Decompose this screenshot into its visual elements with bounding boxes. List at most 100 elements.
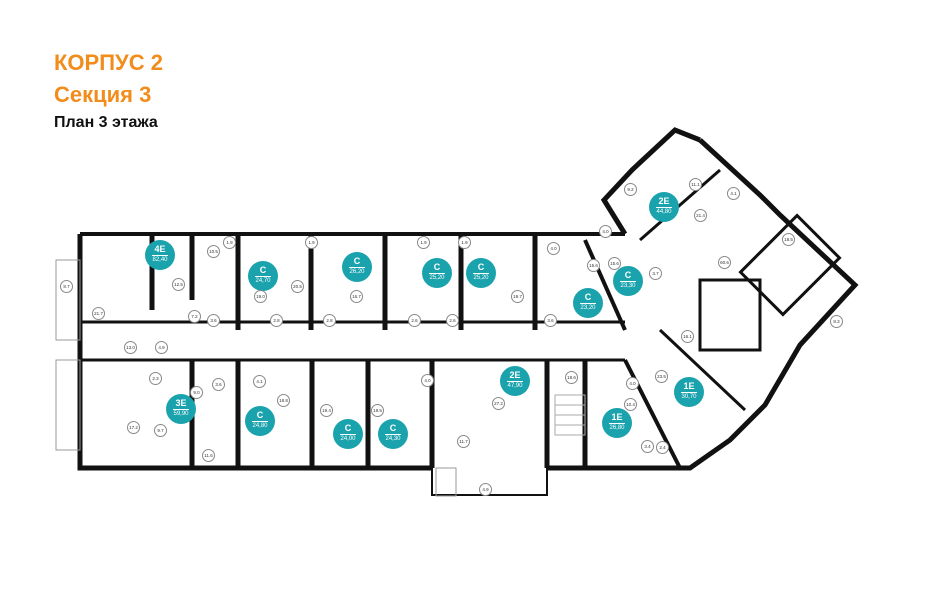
floor-plan-title: План 3 этажа <box>54 114 158 131</box>
apartment-area: 25,20 <box>473 275 489 281</box>
room-area: 12.5 <box>172 278 185 291</box>
apartment-area: 26,80 <box>609 425 625 431</box>
room-area: 2.3 <box>149 372 162 385</box>
room-area: 10.4 <box>624 398 637 411</box>
room-area: 3.6 <box>207 314 220 327</box>
room-area: 15.6 <box>608 257 621 270</box>
room-area: 3.4 <box>641 440 654 453</box>
room-area: 4.1 <box>253 375 266 388</box>
apartment-area: 24,00 <box>340 436 356 442</box>
room-area: 1.9 <box>458 236 471 249</box>
room-area: 7.2 <box>188 310 201 323</box>
apartment-type: С <box>252 411 268 422</box>
room-area: 19.7 <box>511 290 524 303</box>
room-area: 19.0 <box>254 290 267 303</box>
room-area: 1.9 <box>417 236 430 249</box>
room-area: 4.0 <box>547 242 560 255</box>
room-area: 4.9 <box>479 483 492 496</box>
room-area: 9.0 <box>190 386 203 399</box>
room-area: 1.9 <box>223 236 236 249</box>
apartment-area: 82,40 <box>152 257 168 263</box>
apartment-type: С <box>620 271 636 282</box>
room-area: 3.7 <box>649 267 662 280</box>
room-area: 2.6 <box>408 314 421 327</box>
room-area: 4.0 <box>421 374 434 387</box>
apartment-area: 24,30 <box>385 436 401 442</box>
room-area: 1.9 <box>305 236 318 249</box>
apartment-type: С <box>429 263 445 274</box>
apartment-type: 2E <box>507 371 523 382</box>
room-area: 3.6 <box>212 378 225 391</box>
room-area: 11.1 <box>689 178 702 191</box>
room-area: 8.3 <box>830 315 843 328</box>
stairs <box>554 394 586 436</box>
room-area: 9.2 <box>624 183 637 196</box>
apartment-type: С <box>473 263 489 274</box>
room-area: 18.8 <box>277 394 290 407</box>
apartment-type: 3E <box>173 399 189 410</box>
apartment-type: 1E <box>609 413 625 424</box>
apartment-area: 44,80 <box>656 209 672 215</box>
room-area: 13.0 <box>124 341 137 354</box>
apartment-type: 1E <box>681 382 697 393</box>
room-area: 17.2 <box>127 421 140 434</box>
room-area: 4.0 <box>599 225 612 238</box>
room-area: 4.0 <box>626 377 639 390</box>
apartment-type: 2E <box>656 197 672 208</box>
room-area: 9.7 <box>154 424 167 437</box>
apartment-type: С <box>580 293 596 304</box>
apartment-area: 26,20 <box>349 269 365 275</box>
apartment-area: 59,90 <box>173 411 189 417</box>
apartment-type: С <box>255 266 271 277</box>
room-area: 2.6 <box>446 314 459 327</box>
room-area: 11.7 <box>457 435 470 448</box>
room-area: 23.5 <box>655 370 668 383</box>
room-area: 18.5 <box>782 233 795 246</box>
room-area: 3.6 <box>544 314 557 327</box>
room-area: 18.6 <box>565 371 578 384</box>
room-area: 11.6 <box>202 449 215 462</box>
apartment-type: 4E <box>152 245 168 256</box>
balconies <box>55 259 457 497</box>
room-area: 27.2 <box>492 397 505 410</box>
room-area: 4.1 <box>727 187 740 200</box>
room-area: 2.8 <box>323 314 336 327</box>
apartment-area: 23,30 <box>620 283 636 289</box>
room-area: 2.8 <box>270 314 283 327</box>
room-area: 18.5 <box>371 404 384 417</box>
apartment-area: 24,80 <box>252 423 268 429</box>
apartment-area: 23,20 <box>580 305 596 311</box>
room-area: 10.5 <box>207 245 220 258</box>
room-area: 15.6 <box>587 259 600 272</box>
apartment-type: С <box>340 424 356 435</box>
section-title: Секция 3 <box>54 82 152 107</box>
room-area: 60.6 <box>718 256 731 269</box>
apartment-area: 24,70 <box>255 278 271 284</box>
room-area: 16.1 <box>681 330 694 343</box>
room-area: 21.7 <box>92 307 105 320</box>
room-area: 20.5 <box>291 280 304 293</box>
room-area: 4.9 <box>155 341 168 354</box>
room-area: 2.4 <box>656 441 669 454</box>
room-area: 16.7 <box>350 290 363 303</box>
room-area: 19.4 <box>320 404 333 417</box>
room-area: 8.7 <box>60 280 73 293</box>
building-title: КОРПУС 2 <box>54 50 163 75</box>
apartment-type: С <box>349 257 365 268</box>
